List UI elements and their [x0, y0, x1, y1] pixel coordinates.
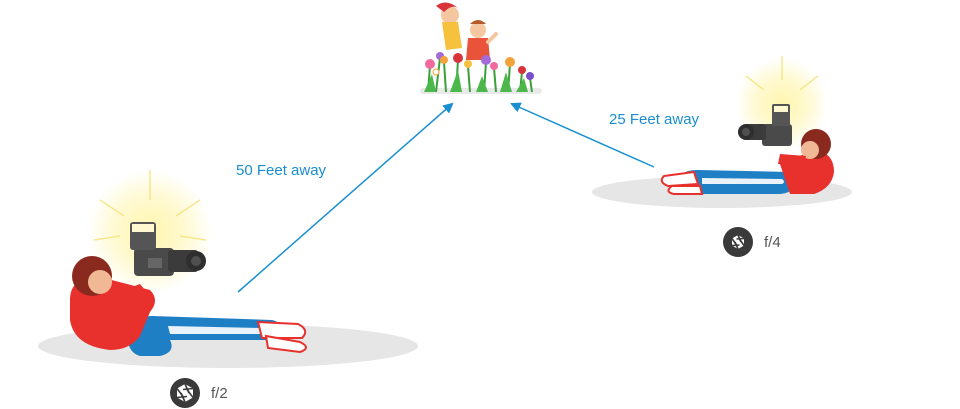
- far-distance-label: 50 Feet away: [236, 162, 327, 179]
- near-distance-arrow: [510, 102, 655, 168]
- far-distance-arrow: [237, 102, 454, 293]
- photographer-far: [38, 170, 418, 368]
- near-distance-label: 25 Feet away: [609, 111, 700, 128]
- near-aperture-value: f/4: [764, 233, 781, 251]
- near-aperture: f/4: [722, 226, 781, 258]
- aperture-icon: [169, 377, 201, 409]
- subject-illustration: [420, 2, 542, 94]
- photographer-near: [592, 56, 852, 208]
- far-aperture: f/2: [169, 377, 228, 409]
- far-aperture-value: f/2: [211, 384, 228, 402]
- aperture-icon: [722, 226, 754, 258]
